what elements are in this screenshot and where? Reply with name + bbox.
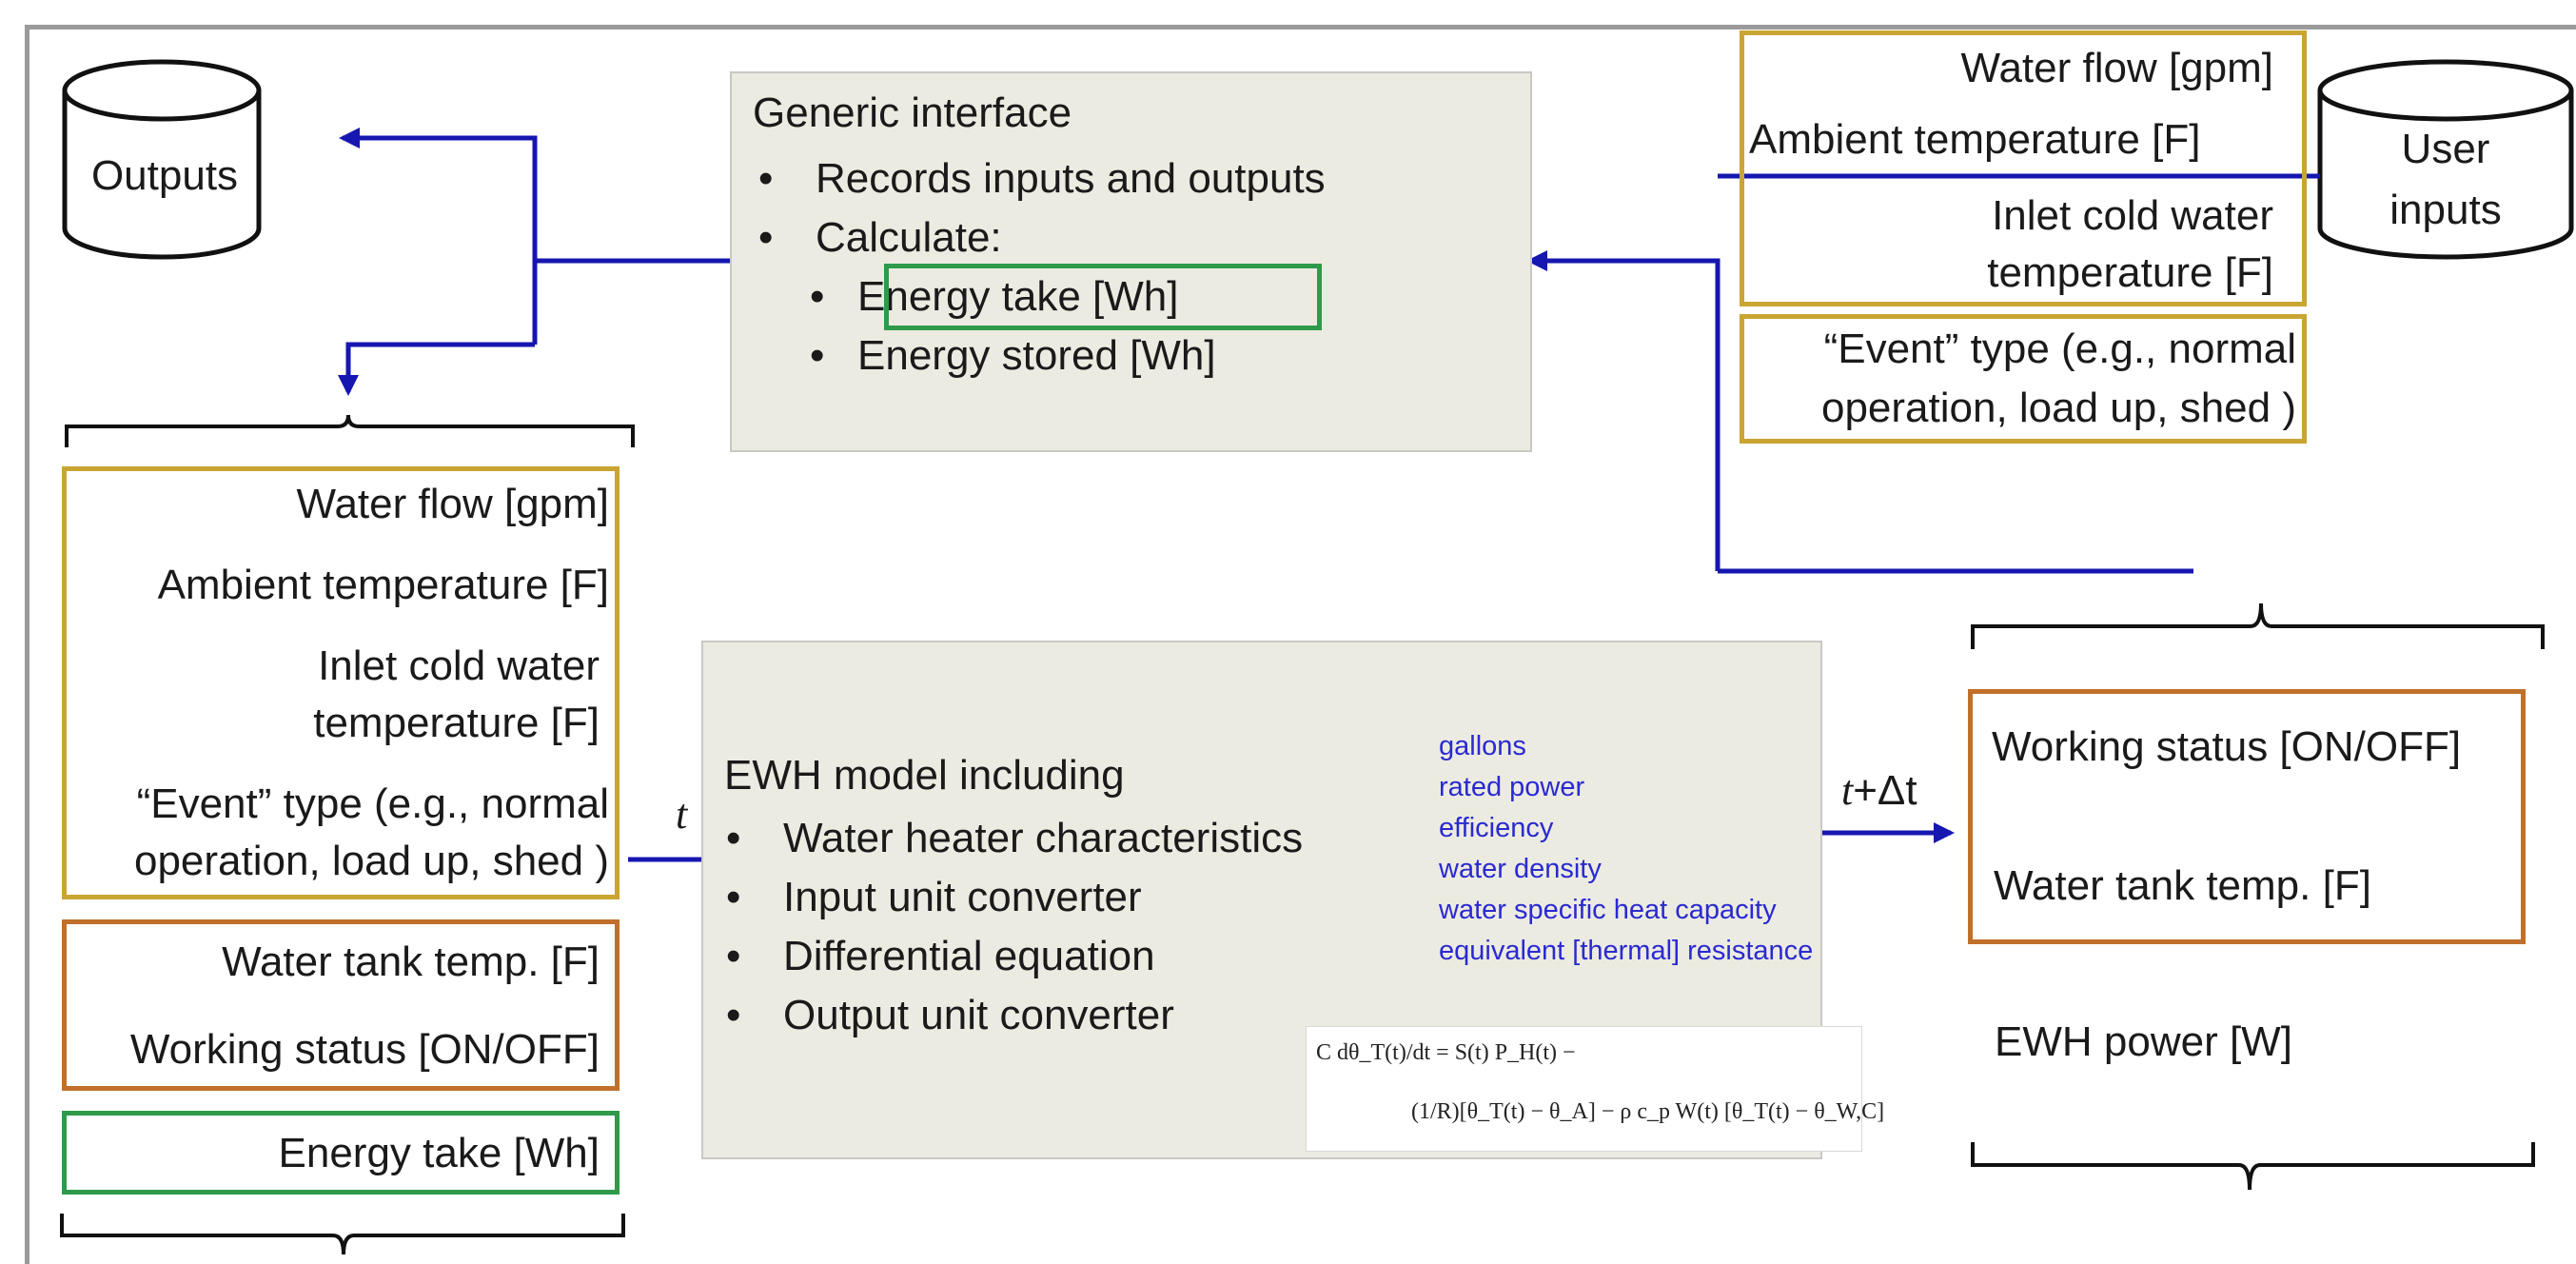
user-inputs-cylinder-shape	[2317, 59, 2574, 260]
ewh-model-bullet: Input unit converter	[717, 868, 1303, 927]
left-input-event-line1: “Event” type (e.g., normal	[136, 780, 609, 827]
diagram-frame	[25, 25, 2576, 1264]
ewh-model-bullet: Water heater characteristics	[717, 809, 1303, 868]
user-inputs-label-line2: inputs	[2389, 187, 2502, 233]
energy-take-label: Energy take [Wh]	[857, 273, 1179, 320]
outputs-cylinder-shape	[62, 59, 262, 260]
user-input-event-line2: operation, load up, shed )	[1820, 385, 2296, 431]
time-t-label: t	[676, 791, 688, 838]
equation-line2: (1/R)[θ_T(t) − θ_A] − ρ c_p W(t) [θ_T(t)…	[1411, 1099, 1885, 1124]
param-water-density: water density	[1439, 854, 1602, 884]
param-rated-power: rated power	[1439, 772, 1585, 802]
ewh-parameter-list: gallons rated power efficiency water den…	[1439, 726, 1813, 972]
param-specific-heat: water specific heat capacity	[1439, 895, 1777, 925]
ewh-model-bullets: Water heater characteristics Input unit …	[717, 809, 1303, 1045]
param-gallons: gallons	[1439, 731, 1526, 761]
right-ewh-power: EWH power [W]	[1995, 1018, 2292, 1065]
user-input-event-line1: “Event” type (e.g., normal	[1823, 326, 2296, 372]
generic-interface-bullet: Records inputs and outputs	[749, 149, 1326, 208]
generic-interface-bullet: Calculate:	[749, 208, 1326, 267]
right-state-tank-temp: Water tank temp. [F]	[1994, 862, 2371, 909]
left-input-water-flow: Water flow [gpm]	[296, 481, 609, 527]
user-input-event-box: “Event” type (e.g., normal operation, lo…	[1740, 314, 2307, 444]
energy-take-highlight	[884, 264, 1322, 330]
right-state-list: Working status [ON/OFF] Water tank temp.…	[1968, 689, 2526, 944]
generic-interface-sub-bullet: Energy stored [Wh]	[753, 326, 1216, 385]
time-t-plus-dt-rest: +Δt	[1853, 767, 1917, 814]
ewh-model-bullet: Output unit converter	[717, 986, 1303, 1045]
grouping-brackets	[60, 414, 2545, 1255]
left-input-event-line2: operation, load up, shed )	[133, 838, 609, 884]
left-input-ambient-temp: Ambient temperature [F]	[157, 562, 609, 608]
user-input-ambient-temp: Ambient temperature [F]	[1749, 116, 2201, 163]
generic-interface-sub-bullets: Energy take [Wh] Energy stored [Wh]	[753, 267, 1216, 385]
ewh-model-panel: EWH model including Water heater charact…	[701, 641, 1822, 1159]
left-energy-take: Energy take [Wh]	[278, 1130, 600, 1176]
user-inputs-label: User inputs	[2331, 119, 2560, 241]
left-energy-box: Energy take [Wh]	[62, 1111, 619, 1195]
ewh-model-bullet: Differential equation	[717, 927, 1303, 986]
generic-interface-sub-bullet: Energy take [Wh]	[753, 267, 1216, 326]
ewh-model-title: EWH model including	[724, 752, 1125, 799]
left-state-list: Water tank temp. [F] Working status [ON/…	[62, 919, 619, 1091]
generic-interface-title: Generic interface	[753, 89, 1072, 136]
user-input-water-flow: Water flow [gpm]	[1960, 45, 2273, 91]
right-state-working-status: Working status [ON/OFF]	[1992, 723, 2462, 770]
equation-line1: C dθ_T(t)/dt = S(t) P_H(t) −	[1316, 1040, 1576, 1065]
user-inputs-label-line1: User	[2401, 126, 2490, 172]
time-t-plus-dt-label: t+Δt	[1841, 766, 1917, 815]
time-t-plus-dt-t: t	[1841, 767, 1854, 814]
outputs-label: Outputs	[90, 152, 239, 199]
left-state-working-status: Working status [ON/OFF]	[129, 1026, 600, 1073]
user-input-list: Water flow [gpm] Ambient temperature [F]…	[1740, 30, 2307, 306]
user-input-inlet-line2: temperature [F]	[1987, 249, 2273, 296]
left-input-inlet-line1: Inlet cold water	[318, 642, 600, 689]
param-efficiency: efficiency	[1439, 813, 1554, 843]
left-input-list: Water flow [gpm] Ambient temperature [F]…	[62, 466, 619, 899]
generic-interface-panel: Generic interface Records inputs and out…	[730, 71, 1532, 452]
generic-interface-bullets: Records inputs and outputs Calculate:	[749, 149, 1326, 267]
left-state-tank-temp: Water tank temp. [F]	[222, 938, 600, 985]
user-input-inlet-line1: Inlet cold water	[1992, 192, 2273, 239]
param-thermal-resistance: equivalent [thermal] resistance	[1439, 936, 1814, 966]
left-input-inlet-line2: temperature [F]	[313, 700, 600, 746]
differential-equation: C dθ_T(t)/dt = S(t) P_H(t) − (1/R)[θ_T(t…	[1306, 1026, 1884, 1152]
